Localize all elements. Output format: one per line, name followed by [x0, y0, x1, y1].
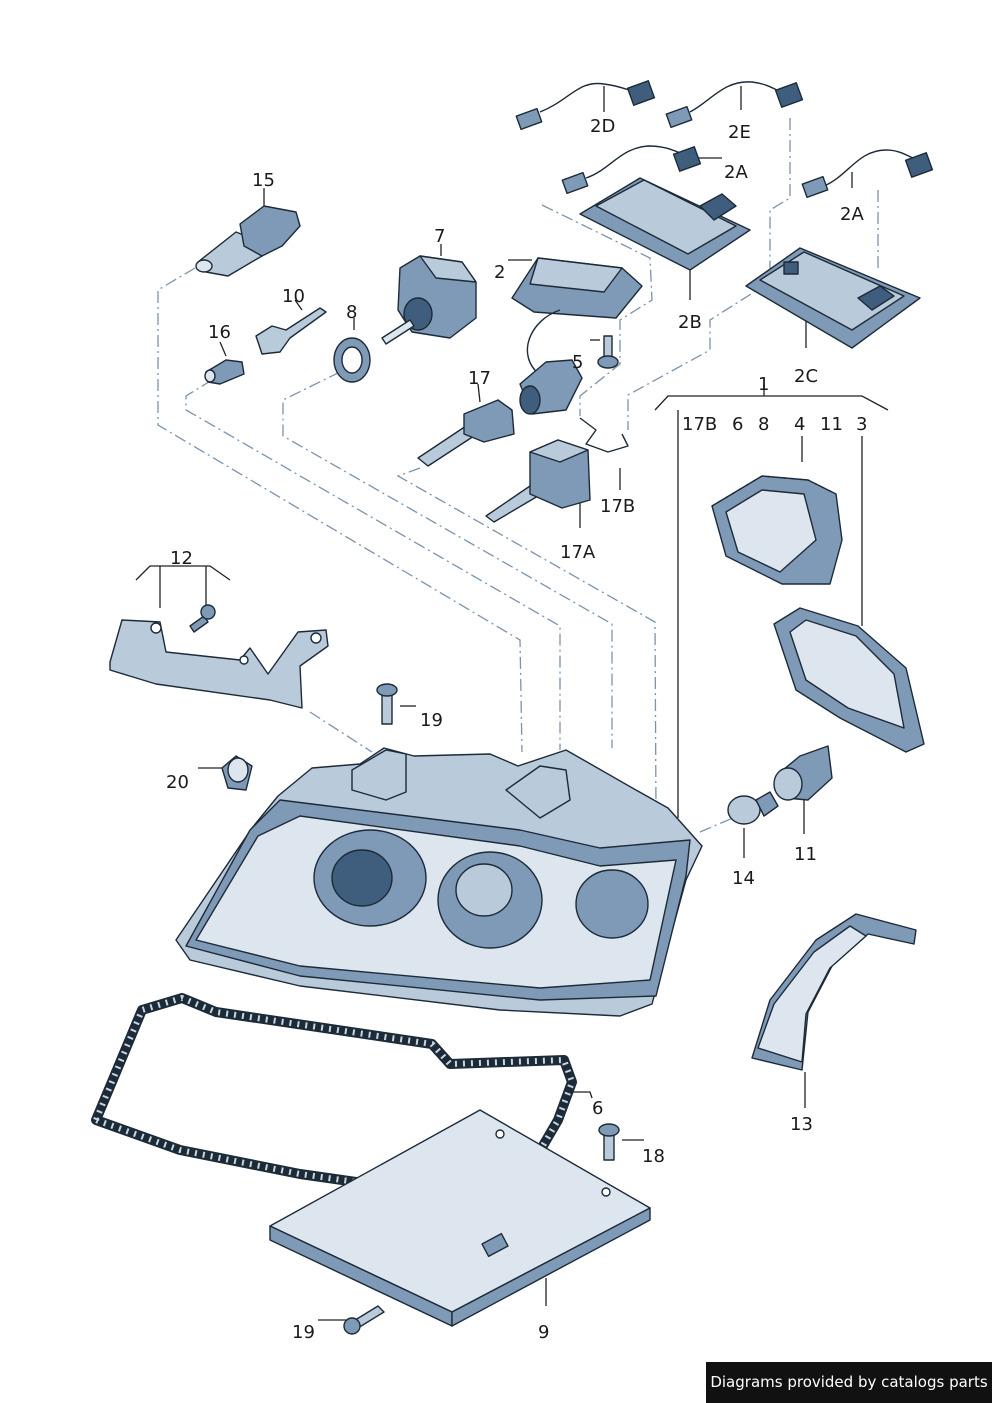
label-2c: 2C — [794, 366, 818, 387]
label-16: 16 — [208, 322, 231, 343]
label-5: 5 — [572, 352, 583, 373]
label-4: 4 — [794, 414, 805, 435]
small-bulb-part — [204, 307, 327, 385]
label-8-top: 8 — [758, 414, 769, 435]
label-2b: 2B — [678, 312, 702, 333]
label-2a-right: 2A — [840, 204, 864, 225]
label-7: 7 — [434, 226, 445, 247]
label-15: 15 — [252, 170, 275, 191]
label-2d: 2D — [590, 116, 615, 137]
mounting-bracket-part — [109, 604, 329, 709]
screw-part — [597, 335, 619, 369]
callout-labels: 15 10 16 8 7 2 2D 2E 2A 2A 2B 2C 5 17 17… — [166, 116, 867, 1343]
retaining-ring-part — [333, 337, 371, 383]
side-bulb-part — [727, 791, 779, 825]
lower-cover-part — [269, 1109, 651, 1327]
label-8: 8 — [346, 302, 357, 323]
credit-banner: Diagrams provided by catalogs parts — [706, 1362, 992, 1403]
label-18: 18 — [642, 1146, 665, 1167]
label-2: 2 — [494, 262, 505, 283]
label-12: 12 — [170, 548, 193, 569]
bulb-h7-part — [195, 205, 301, 277]
label-20: 20 — [166, 772, 189, 793]
label-6-top: 6 — [732, 414, 743, 435]
label-17b-lower: 17B — [600, 496, 635, 517]
label-14: 14 — [732, 868, 755, 889]
label-13: 13 — [790, 1114, 813, 1135]
label-6: 6 — [592, 1098, 603, 1119]
label-9: 9 — [538, 1322, 549, 1343]
screw-top-part — [376, 683, 398, 725]
gasket-frame-part — [773, 607, 925, 753]
label-19-top: 19 — [420, 710, 443, 731]
label-11: 11 — [794, 844, 817, 865]
control-unit-part — [511, 257, 643, 415]
label-17b: 17B — [682, 414, 717, 435]
cover-part — [751, 913, 917, 1071]
label-10: 10 — [282, 286, 305, 307]
cap-part — [221, 755, 253, 791]
lower-screws-part — [343, 1123, 620, 1335]
label-2e: 2E — [728, 122, 751, 143]
label-19-bottom: 19 — [292, 1322, 315, 1343]
housing-cap-part — [711, 475, 843, 585]
leader-lines — [135, 86, 889, 1321]
headlight-assembly-part — [175, 747, 703, 1017]
label-17: 17 — [468, 368, 491, 389]
wire-harness-parts — [515, 80, 934, 199]
label-2a-top: 2A — [724, 162, 748, 183]
gasket-seal-part — [91, 993, 577, 1193]
label-1: 1 — [758, 374, 769, 395]
ballast-module-parts — [579, 177, 921, 349]
xenon-bulb-parts — [417, 399, 629, 523]
bulb-socket-part — [773, 745, 833, 801]
adjuster-motor-part — [381, 255, 477, 345]
label-11-top: 11 — [820, 414, 843, 435]
label-3: 3 — [856, 414, 867, 435]
assembly-guide-lines — [157, 118, 879, 1191]
label-17a: 17A — [560, 542, 596, 563]
